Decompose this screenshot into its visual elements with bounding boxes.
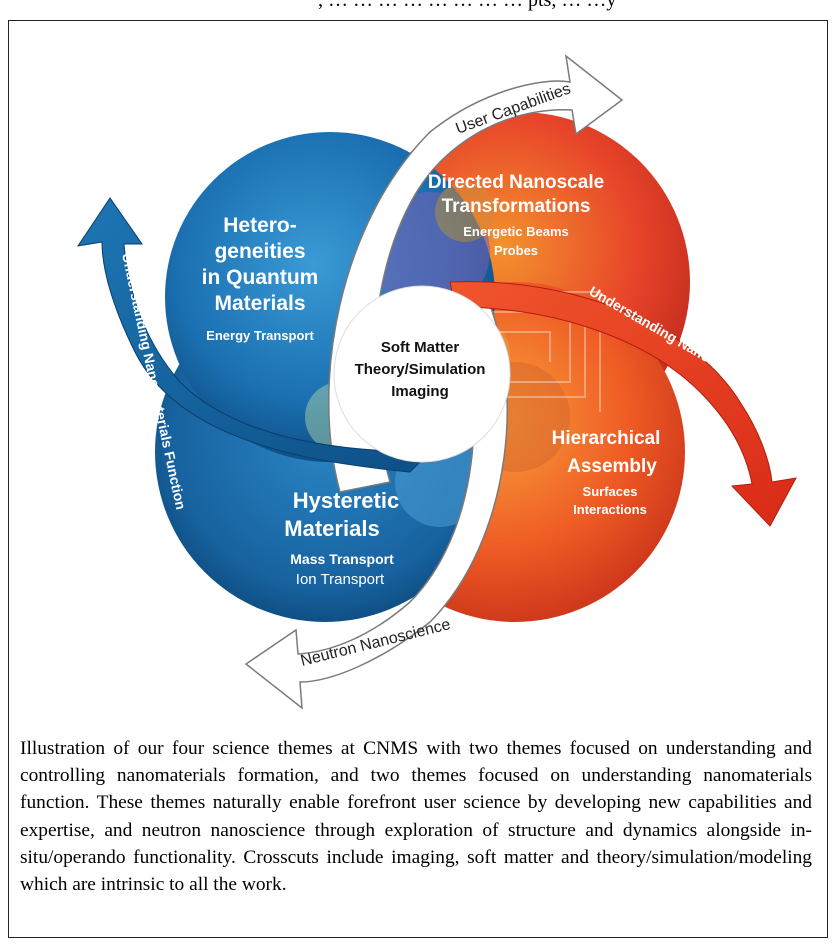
arrow-user-capabilities — [328, 54, 624, 493]
center-label: Soft Matter Theory/Simulation Imaging — [355, 339, 486, 400]
arrow-neutron-nanoscience — [244, 281, 508, 710]
theme-heterogeneities: Hetero- geneities in Quantum Materials E… — [202, 214, 319, 343]
theme-title-line: Assembly — [567, 456, 657, 477]
theme-title-line: geneities — [214, 240, 305, 263]
theme-hierarchical-assembly: Hierarchical Assembly Surfaces Interacti… — [552, 428, 661, 517]
theme-sub-line: Probes — [494, 243, 538, 258]
center-disc — [333, 285, 511, 463]
theme-title-line: Hysteretic — [293, 488, 399, 513]
theme-title-line: Transformations — [442, 196, 591, 217]
center-line-2: Theory/Simulation — [355, 361, 486, 378]
theme-hysteretic-materials: Hysteretic Materials Mass Transport Ion … — [284, 488, 399, 588]
theme-sub-line: Energetic Beams — [463, 224, 569, 239]
theme-sub-line: Mass Transport — [290, 551, 394, 567]
figure-caption: Illustration of our four science themes … — [20, 738, 812, 896]
center-line-1: Soft Matter — [381, 339, 459, 356]
cropped-top-text: , … … … … … … … … pts, … …y — [318, 0, 617, 11]
theme-sub-line: Interactions — [573, 502, 647, 517]
theme-title-line: Hetero- — [223, 214, 297, 237]
center-line-3: Imaging — [391, 383, 449, 400]
theme-title-line: Materials — [284, 516, 379, 541]
theme-title-line: Hierarchical — [552, 428, 661, 449]
theme-title-line: in Quantum — [202, 266, 319, 289]
theme-sub-line: Energy Transport — [206, 328, 314, 343]
theme-directed-nanoscale: Directed Nanoscale Transformations Energ… — [428, 172, 604, 258]
figure-frame — [8, 20, 828, 938]
theme-sub-line: Surfaces — [583, 484, 638, 499]
theme-title-line: Directed Nanoscale — [428, 172, 604, 193]
arrow-nanomaterials-function — [76, 197, 432, 473]
theme-title-line: Materials — [214, 292, 305, 315]
theme-sub-line: Ion Transport — [296, 571, 385, 588]
science-themes-diagram: Soft Matter Theory/Simulation Imaging Us… — [76, 54, 830, 710]
label-neutron-nanoscience: Neutron Nanoscience — [299, 616, 453, 670]
arrow-nanomaterials-formation — [449, 281, 797, 527]
